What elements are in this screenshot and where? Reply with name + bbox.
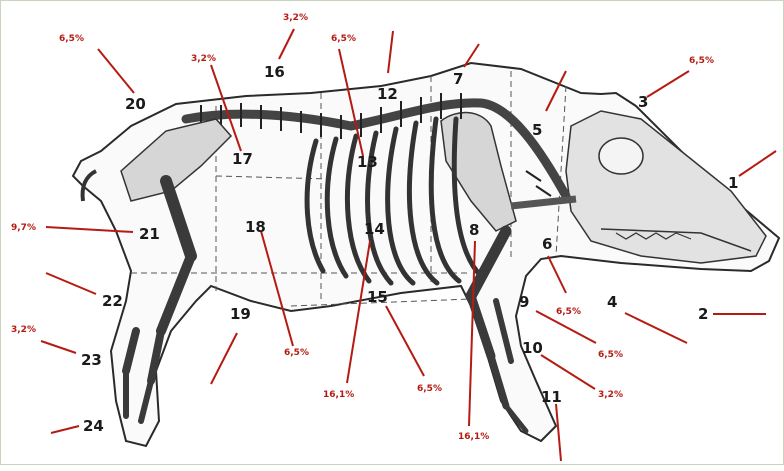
- leader-10: [541, 355, 595, 389]
- leader-12-top: [388, 31, 393, 73]
- leader-23: [41, 341, 76, 353]
- leader-6: [548, 256, 566, 293]
- percent-label-13: 6,5%: [331, 34, 356, 44]
- percent-label-9: 6,5%: [598, 350, 623, 360]
- part-number-21: 21: [139, 225, 160, 243]
- percent-label-15: 6,5%: [417, 384, 442, 394]
- leader-15: [386, 306, 424, 376]
- part-number-2: 2: [698, 305, 708, 323]
- leader-24: [51, 426, 79, 433]
- leader-19: [211, 333, 237, 384]
- part-number-10: 10: [522, 339, 543, 357]
- part-number-12: 12: [377, 85, 398, 103]
- part-number-19: 19: [230, 305, 251, 323]
- percent-label-8: 16,1%: [458, 432, 489, 442]
- leader-1: [739, 151, 776, 176]
- part-number-1: 1: [728, 174, 738, 192]
- part-number-22: 22: [102, 292, 123, 310]
- part-number-7: 7: [453, 70, 463, 88]
- part-number-18: 18: [245, 218, 266, 236]
- percent-label-23: 3,2%: [11, 325, 36, 335]
- part-number-11: 11: [541, 388, 562, 406]
- leader-20: [98, 49, 134, 93]
- part-number-4: 4: [607, 293, 617, 311]
- part-number-3: 3: [638, 93, 648, 111]
- leader-3: [647, 71, 689, 97]
- leader-4: [625, 313, 687, 343]
- percent-label-20: 6,5%: [59, 34, 84, 44]
- part-number-9: 9: [519, 293, 529, 311]
- percent-label-3: 6,5%: [689, 56, 714, 66]
- part-number-20: 20: [125, 95, 146, 113]
- leader-16: [279, 29, 294, 59]
- leader-11: [556, 404, 561, 461]
- part-number-8: 8: [469, 221, 479, 239]
- percent-label-10: 3,2%: [598, 390, 623, 400]
- part-number-14: 14: [364, 220, 385, 238]
- part-number-5: 5: [532, 121, 542, 139]
- leader-22: [46, 273, 96, 294]
- percent-label-18: 6,5%: [284, 348, 309, 358]
- part-number-17: 17: [232, 150, 253, 168]
- part-number-13: 13: [357, 153, 378, 171]
- percent-label-6: 6,5%: [556, 307, 581, 317]
- percent-label-17: 3,2%: [191, 54, 216, 64]
- percent-label-14: 16,1%: [323, 390, 354, 400]
- eye-orbit: [599, 138, 643, 174]
- part-number-16: 16: [264, 63, 285, 81]
- part-number-24: 24: [83, 417, 104, 435]
- percent-label-16: 3,2%: [283, 13, 308, 23]
- part-number-15: 15: [367, 288, 388, 306]
- part-number-23: 23: [81, 351, 102, 369]
- part-number-6: 6: [542, 235, 552, 253]
- percent-label-21: 9,7%: [11, 223, 36, 233]
